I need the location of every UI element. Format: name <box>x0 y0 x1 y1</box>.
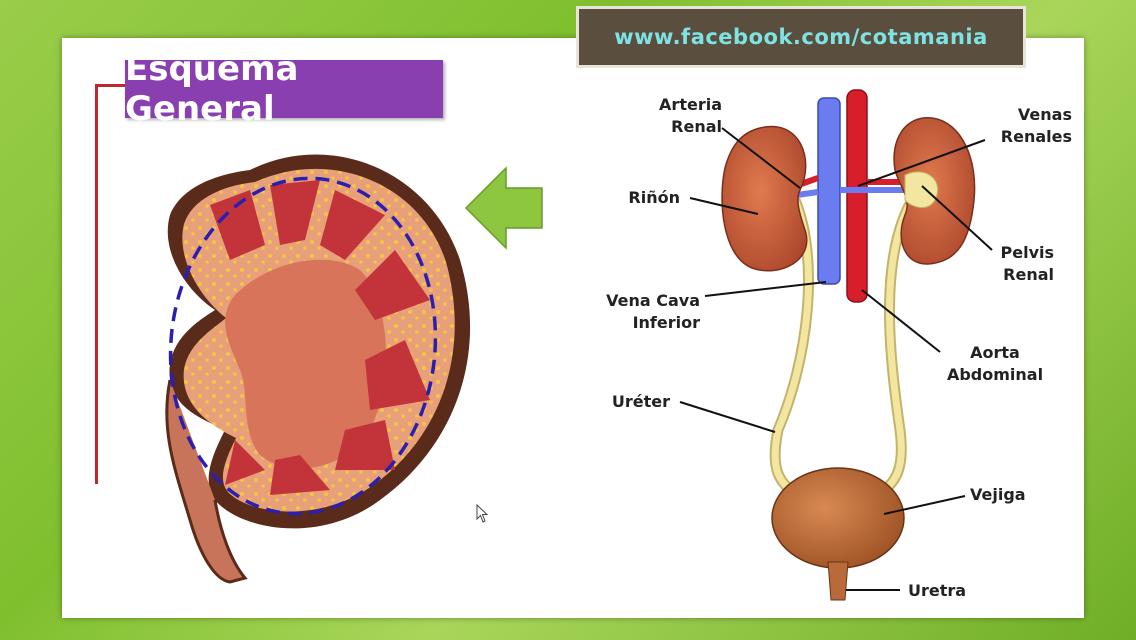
kidney-cross-section <box>154 154 470 582</box>
label-venas-renales-line2: Renales <box>960 126 1072 148</box>
label-vejiga: Vejiga <box>970 484 1050 506</box>
renal-pelvis <box>905 172 938 208</box>
left-kidney <box>722 126 807 270</box>
left-arrow-icon <box>466 168 542 248</box>
label-pelvis-renal: Pelvis Renal <box>968 242 1054 286</box>
label-vena-cava-line1: Vena Cava <box>570 290 700 312</box>
label-arteria-renal: Arteria Renal <box>610 94 722 138</box>
label-pelvis-renal-line2: Renal <box>968 264 1054 286</box>
label-venas-renales-line1: Venas <box>960 104 1072 126</box>
label-venas-renales: Venas Renales <box>960 104 1072 148</box>
vena-cava <box>818 98 840 284</box>
label-arteria-renal-line2: Renal <box>610 116 722 138</box>
label-ureter: Uréter <box>590 391 670 413</box>
bladder <box>772 468 904 568</box>
label-vena-cava-line2: Inferior <box>570 312 700 334</box>
label-arteria-renal-line1: Arteria <box>610 94 722 116</box>
urethra <box>828 562 848 600</box>
aorta <box>847 90 867 302</box>
label-uretra: Uretra <box>908 580 988 602</box>
mouse-cursor-icon <box>476 504 490 524</box>
label-rinon: Riñón <box>600 187 680 209</box>
label-aorta-line1: Aorta <box>930 342 1060 364</box>
label-pelvis-renal-line1: Pelvis <box>968 242 1054 264</box>
label-aorta-abdominal: Aorta Abdominal <box>930 342 1060 386</box>
label-vena-cava: Vena Cava Inferior <box>570 290 700 334</box>
label-aorta-line2: Abdominal <box>930 364 1060 386</box>
